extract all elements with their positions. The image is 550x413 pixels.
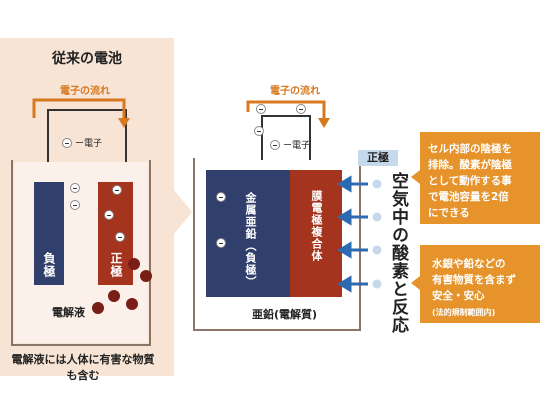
left-ion xyxy=(108,290,120,302)
right-electron-dot xyxy=(296,104,306,114)
right-electron-legend: ー電子 xyxy=(283,141,311,151)
left-electron-dot xyxy=(115,232,125,242)
callout-top-line: として動作する事 xyxy=(428,175,512,187)
left-circuit xyxy=(11,98,192,346)
callout-top-line: 排除。酸素が陰極 xyxy=(428,159,512,171)
callout-bottom-line: 有害物質を含まず xyxy=(432,274,516,286)
callout-bottom-line: 安全・安心 xyxy=(432,290,485,302)
positive-tag: 正極 xyxy=(358,150,398,166)
callout-bottom-pointer xyxy=(411,276,420,290)
callout-bottom-note: (法的規制範囲内) xyxy=(432,308,496,317)
right-electron-flow-label: 電子の流れ xyxy=(270,86,320,97)
callout-top-line: セル内部の陰極を xyxy=(428,143,512,155)
left-ion xyxy=(140,270,152,282)
left-electron-dot xyxy=(70,200,80,210)
left-anode: 負極 xyxy=(34,182,64,285)
right-electron-dot xyxy=(216,238,226,248)
callout-top: セル内部の陰極を 排除。酸素が陰極 として動作する事 で電池容量を2倍 にできる xyxy=(420,132,540,224)
right-electron-icon xyxy=(270,140,280,150)
callout-top-line: で電池容量を2倍 xyxy=(428,191,509,203)
callout-bottom-line: 水銀や鉛などの xyxy=(432,258,506,270)
left-cathode-label: 正極 xyxy=(109,252,123,278)
right-cathode: 膜電極複合体 xyxy=(290,170,342,297)
callout-top-pointer xyxy=(411,170,420,184)
right-electron-dot xyxy=(256,104,266,114)
left-ion xyxy=(128,258,140,270)
left-title: 従来の電池 xyxy=(52,51,122,67)
left-ion xyxy=(92,302,104,314)
left-electron-dot xyxy=(104,210,114,220)
left-electron-dot xyxy=(70,183,80,193)
air-label: 空気中の酸素と反応 xyxy=(388,172,408,334)
left-electron-flow-label: 電子の流れ xyxy=(60,86,110,97)
right-electrolyte-label: 亜鉛(電解質) xyxy=(252,308,318,321)
right-electron-dot xyxy=(216,192,226,202)
left-caption: 電解液には人体に有害な物質も含む xyxy=(11,353,155,382)
left-ion xyxy=(126,298,138,310)
right-cathode-label: 膜電極複合体 xyxy=(310,190,323,262)
left-electron-legend: ー電子 xyxy=(75,139,103,149)
right-electron-dot xyxy=(254,126,264,136)
right-anode: 金属亜鉛（負極） xyxy=(206,170,290,297)
left-anode-label: 負極 xyxy=(42,252,56,278)
callout-bottom: 水銀や鉛などの 有害物質を含まず 安全・安心 (法的規制範囲内) xyxy=(420,245,540,323)
left-electron-dot xyxy=(112,185,122,195)
callout-top-line: にできる xyxy=(428,207,470,219)
right-anode-label: 金属亜鉛（負極） xyxy=(244,192,257,288)
left-electrolyte-label: 電解液 xyxy=(52,306,85,319)
left-electron-icon xyxy=(62,138,72,148)
